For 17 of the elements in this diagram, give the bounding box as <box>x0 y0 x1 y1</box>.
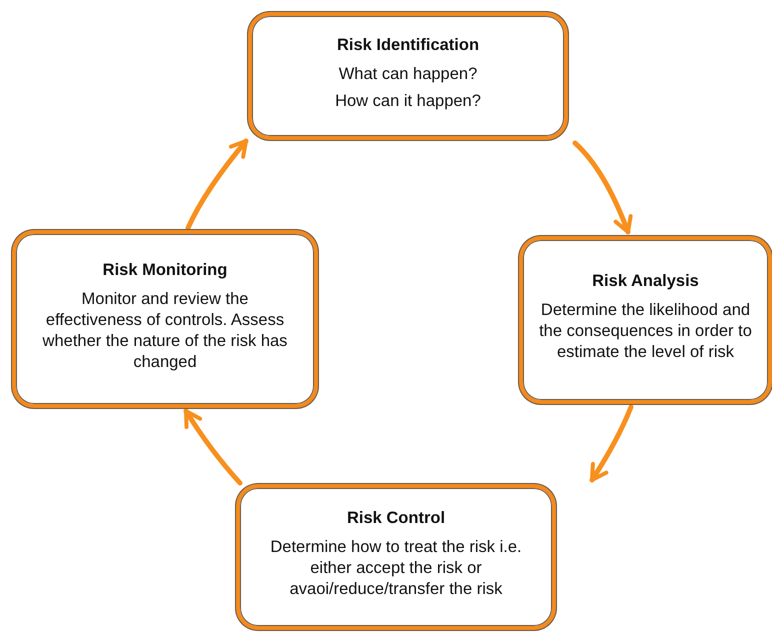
box-text: Determine the likelihood and the consequences in order to estimate the level of risk <box>538 300 753 363</box>
process-box <box>248 12 568 140</box>
box-title: Risk Control <box>346 508 446 529</box>
box-text: How can it happen? <box>335 90 481 112</box>
box-title: Risk Monitoring <box>102 260 228 280</box>
process-box <box>236 484 556 630</box>
arrow <box>572 140 632 234</box>
process-box <box>12 230 318 408</box>
arrow <box>186 138 248 230</box>
arrow <box>184 408 242 486</box>
arrow <box>590 404 634 482</box>
box-text: Determine how to treat the risk i.e. either accept the risk or avaoi/reduce/transfer the risk <box>269 537 523 600</box>
box-title: Risk Identification <box>336 34 480 56</box>
box-text: What can happen? <box>338 64 478 84</box>
box-text: Monitor and review the effectiveness of controls. Assess whether the nature of the risk has changed <box>42 288 288 372</box>
box-title: Risk Analysis <box>592 271 699 292</box>
process-box <box>519 236 772 404</box>
